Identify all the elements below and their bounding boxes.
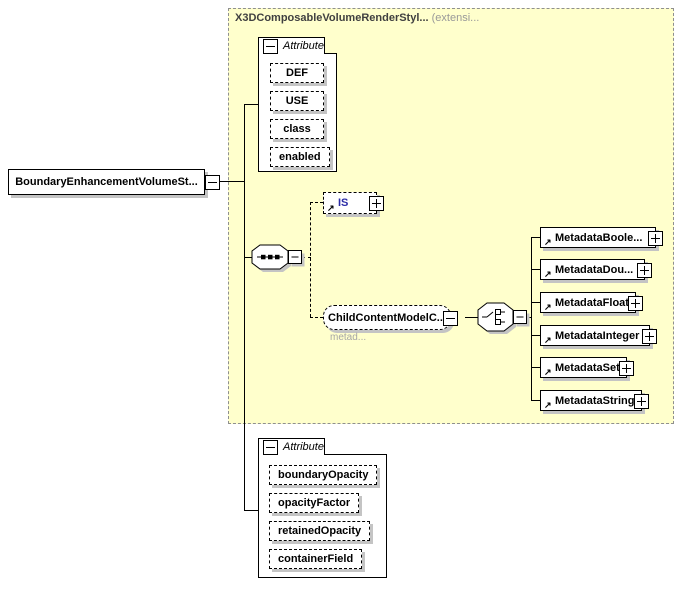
child-content-model-sublabel: metad... (330, 332, 366, 343)
metadata-float-box[interactable]: ↗ MetadataFloat (540, 292, 636, 313)
attribute-class[interactable]: class (270, 119, 324, 139)
attribute-boundary-opacity[interactable]: boundaryOpacity (269, 465, 377, 485)
root-element-box[interactable]: BoundaryEnhancementVolumeSt... (8, 169, 205, 195)
expand-icon[interactable] (648, 231, 663, 246)
connector-line-dashed (310, 202, 311, 317)
connector-line (531, 237, 540, 238)
metadata-set-label: MetadataSet (555, 362, 620, 374)
expand-icon[interactable] (637, 263, 652, 278)
attribute-enabled[interactable]: enabled (270, 147, 330, 167)
connector-line (244, 104, 258, 105)
top-attribute-group-body: DEF USE class enabled (258, 53, 337, 172)
choice-compositor-icon[interactable] (476, 300, 533, 336)
connector-line (244, 104, 245, 510)
attribute-def[interactable]: DEF (270, 63, 324, 83)
connector-line-dashed (310, 317, 323, 318)
attribute-container-field[interactable]: containerField (269, 549, 362, 569)
expand-icon[interactable] (628, 296, 643, 311)
reference-arrow-icon: ↗ (544, 270, 552, 279)
collapse-icon[interactable] (205, 175, 220, 190)
metadata-string-label: MetadataString (555, 395, 634, 407)
expand-icon[interactable] (619, 361, 634, 376)
attribute-group-title: Attribute (283, 441, 324, 453)
metadata-double-label: MetadataDou... (555, 264, 633, 276)
connector-line-dashed (310, 202, 323, 203)
child-content-model-box[interactable]: ChildContentModelC... (323, 305, 451, 330)
metadata-string-box[interactable]: ↗ MetadataString (540, 390, 642, 411)
extension-suffix: (extensi... (432, 12, 480, 24)
attribute-retained-opacity[interactable]: retainedOpacity (269, 521, 370, 541)
metadata-boolean-label: MetadataBoole... (555, 232, 642, 244)
reference-arrow-icon: ↗ (327, 204, 335, 213)
attribute-use[interactable]: USE (270, 91, 324, 111)
metadata-set-box[interactable]: ↗ MetadataSet (540, 357, 627, 378)
extension-title: X3DComposableVolumeRenderStyl... (235, 12, 429, 24)
expand-icon[interactable] (369, 196, 384, 211)
attribute-group-title: Attribute (283, 40, 324, 52)
is-element-box[interactable]: ↗ IS (323, 192, 377, 214)
sequence-compositor-icon[interactable] (250, 242, 308, 274)
attribute-opacity-factor[interactable]: opacityFactor (269, 493, 359, 513)
metadata-double-box[interactable]: ↗ MetadataDou... (540, 259, 645, 280)
child-content-model-label: ChildContentModelC... (328, 312, 446, 324)
metadata-float-label: MetadataFloat (555, 297, 629, 309)
bottom-attribute-group-body: boundaryOpacity opacityFactor retainedOp… (258, 454, 387, 578)
top-attribute-group-header: Attribute (258, 37, 325, 54)
metadata-boolean-box[interactable]: ↗ MetadataBoole... (540, 227, 656, 248)
reference-arrow-icon: ↗ (544, 336, 552, 345)
connector-line (220, 181, 244, 182)
is-element-label: IS (338, 197, 348, 209)
metadata-integer-label: MetadataInteger (555, 330, 639, 342)
collapse-icon[interactable] (263, 440, 278, 455)
collapse-icon[interactable] (443, 311, 458, 326)
extension-header: X3DComposableVolumeRenderStyl... (extens… (235, 12, 479, 24)
connector-line (531, 269, 540, 270)
expand-icon[interactable] (634, 394, 649, 409)
reference-arrow-icon: ↗ (544, 303, 552, 312)
reference-arrow-icon: ↗ (544, 368, 552, 377)
connector-line (531, 400, 540, 401)
expand-icon[interactable] (642, 329, 657, 344)
reference-arrow-icon: ↗ (544, 401, 552, 410)
root-element-label: BoundaryEnhancementVolumeSt... (15, 176, 198, 188)
metadata-integer-box[interactable]: ↗ MetadataInteger (540, 325, 650, 346)
connector-line (244, 510, 258, 511)
bottom-attribute-group-header: Attribute (258, 438, 325, 455)
collapse-icon[interactable] (263, 39, 278, 54)
reference-arrow-icon: ↗ (544, 238, 552, 247)
connector-line (531, 367, 540, 368)
